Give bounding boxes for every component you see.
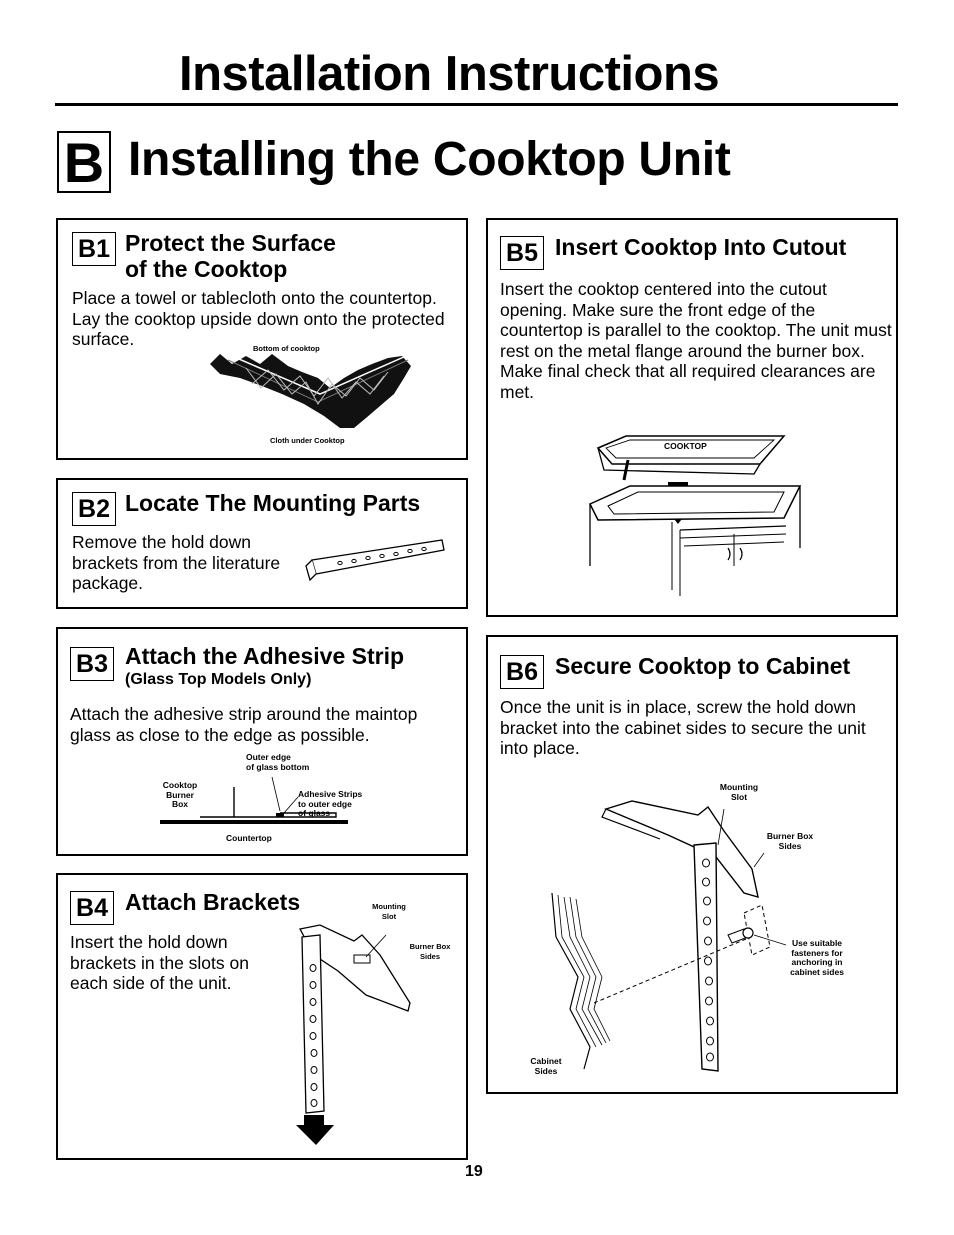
step-b2-badge: B2: [72, 492, 116, 526]
step-b1-body: Place a towel or tablecloth onto the cou…: [72, 288, 445, 349]
step-b1-title-line1: Protect the Surface: [125, 230, 336, 256]
label-cloth-under-cooktop: Cloth under Cooktop: [270, 436, 345, 445]
page-title: Installation Instructions: [179, 47, 720, 101]
step-b1-title-line2: of the Cooktop: [125, 256, 288, 282]
step-b6-title: Secure Cooktop to Cabinet: [555, 653, 851, 679]
insert-cooktop-illustration: [588, 435, 802, 596]
step-b4-panel: B4 Attach Brackets Insert the hold down …: [56, 873, 468, 1160]
label-cooktop: COOKTOP: [664, 441, 707, 451]
step-b1-panel: B1 Protect the Surface of the Cooktop Pl…: [56, 218, 468, 460]
step-b2-body: Remove the hold down brackets from the l…: [72, 532, 281, 593]
title-divider: [55, 103, 898, 106]
label-countertop: Countertop: [226, 833, 272, 843]
step-b3-panel: B3 Attach the Adhesive Strip (Glass Top …: [56, 627, 468, 856]
step-b1-badge: B1: [72, 232, 116, 266]
step-b3-subtitle: (Glass Top Models Only): [125, 671, 312, 688]
label-b6-burner-box-sides: Burner Box Sides: [766, 831, 814, 851]
step-b5-title: Insert Cooktop Into Cutout: [555, 234, 847, 260]
step-b4-badge: B4: [70, 891, 114, 925]
step-b6-body: Once the unit is in place, screw the hol…: [500, 697, 866, 758]
step-b6-panel: B6 Secure Cooktop to Cabinet Once the un…: [486, 635, 898, 1094]
label-burner-box-sides: Burner Box Sides: [409, 942, 451, 961]
section-letter-box: B: [57, 131, 111, 193]
step-b4-body: Insert the hold down brackets in the slo…: [70, 932, 249, 993]
label-outer-edge: Outer edge of glass bottom: [246, 752, 310, 772]
attach-brackets-illustration: [296, 924, 411, 1145]
hold-down-bracket-illustration: [305, 539, 445, 582]
label-mounting-slot: Mounting Slot: [372, 902, 406, 921]
section-title: Installing the Cooktop Unit: [128, 133, 731, 186]
step-b4-title: Attach Brackets: [125, 889, 301, 915]
step-b6-badge: B6: [500, 655, 544, 689]
step-b3-badge: B3: [70, 647, 114, 681]
label-fasteners: Use suitable fasteners for anchoring in …: [790, 938, 844, 977]
step-b3-title: Attach the Adhesive Strip: [125, 643, 405, 669]
label-cabinet-sides: Cabinet Sides: [530, 1056, 562, 1076]
step-b2-panel: B2 Locate The Mounting Parts Remove the …: [56, 478, 468, 609]
step-b2-title: Locate The Mounting Parts: [125, 490, 421, 516]
label-b6-mounting-slot: Mounting Slot: [719, 782, 759, 802]
adhesive-strip-illustration: [160, 776, 348, 824]
step-b5-panel: B5 Insert Cooktop Into Cutout Insert the…: [486, 218, 898, 617]
page-number: 19: [465, 1163, 483, 1180]
label-burner-box: Cooktop Burner Box: [162, 780, 198, 809]
step-b5-badge: B5: [500, 236, 544, 270]
label-bottom-of-cooktop: Bottom of cooktop: [253, 344, 320, 353]
secure-cooktop-illustration: [551, 800, 787, 1072]
cooktop-on-cloth-illustration: [210, 354, 411, 428]
step-b3-body: Attach the adhesive strip around the mai…: [70, 704, 418, 745]
step-b5-body: Insert the cooktop centered into the cut…: [500, 279, 892, 402]
